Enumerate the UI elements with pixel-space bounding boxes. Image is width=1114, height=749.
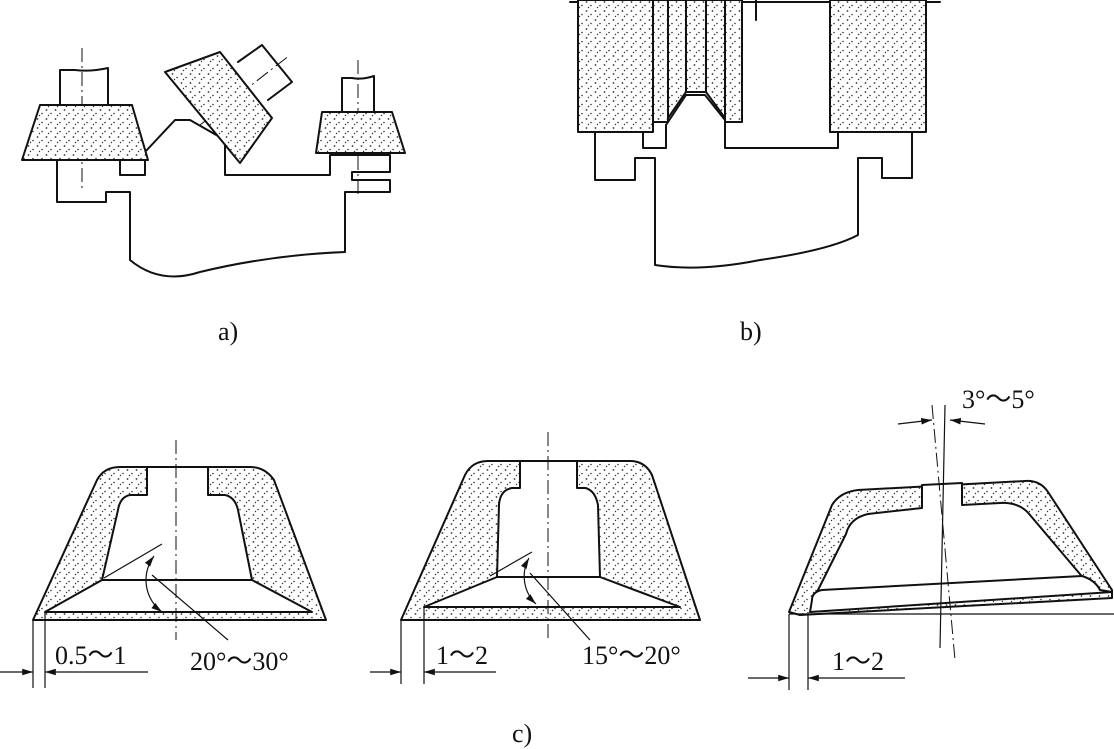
- relief-c1: [44, 579, 313, 613]
- figure-c1: 0.5～1 20°～30°: [0, 440, 327, 688]
- wheel-b-right: [829, 0, 927, 133]
- spindle-tilted: [237, 44, 293, 101]
- figure-b: [569, 0, 941, 269]
- workpiece-b: [594, 94, 913, 269]
- c1-angle-label: 20°～30°: [190, 647, 289, 676]
- c2-width-label: 1～2: [436, 641, 488, 670]
- workpiece-a: [56, 119, 391, 278]
- c1-width-label: 0.5～1: [55, 641, 127, 670]
- c2-angle-label: 15°～20°: [582, 641, 681, 670]
- wheel-right: [315, 111, 406, 154]
- label-a: a): [218, 317, 238, 346]
- wheel-tilted: [164, 51, 273, 164]
- wheel-b-inner-1: [652, 0, 669, 123]
- c3-width-label: 1～2: [832, 647, 884, 676]
- wheel-b-inner-5: [724, 0, 743, 123]
- axis-c3-tilted: [931, 404, 956, 661]
- relief-c2: [423, 576, 681, 608]
- spindle-right: [341, 75, 375, 113]
- wheel-left: [21, 104, 149, 161]
- spindle-left: [59, 67, 109, 106]
- axis-c3-vertical: [939, 404, 946, 649]
- wheel-b-left: [577, 0, 654, 133]
- figure-c2: 1～2 15°～20°: [370, 432, 701, 684]
- relief-c3: [809, 575, 1113, 613]
- label-c: c): [512, 719, 532, 748]
- figure-a: [21, 44, 406, 278]
- c3-tilt-label: 3°～5°: [962, 385, 1035, 414]
- label-b: b): [740, 317, 762, 346]
- figure-c3: 3°～5° 1～2: [748, 385, 1114, 690]
- wheel-b-inner-3: [685, 0, 707, 93]
